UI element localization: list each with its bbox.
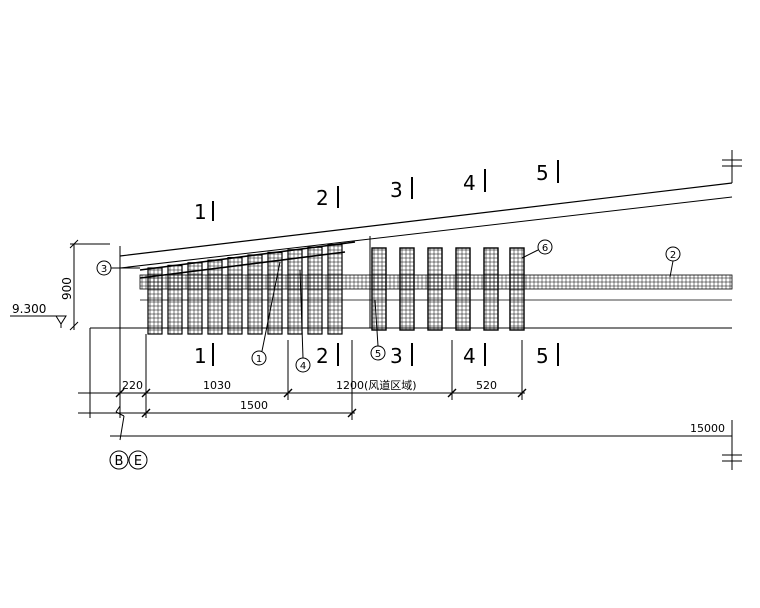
callout-6: 6 (542, 243, 548, 254)
hatched-member (427, 247, 443, 331)
level-height: 900 (60, 277, 74, 300)
section-mark-bottom-1: 1 (194, 344, 207, 368)
level-elevation: 9.300 (12, 302, 46, 316)
section-marks-top: 1 2 3 4 5 (194, 160, 559, 224)
hatched-member (509, 247, 525, 331)
dim-220: 220 (122, 379, 143, 392)
section-mark-top-4: 4 (463, 171, 476, 195)
section-mark-bottom-3: 3 (390, 344, 403, 368)
section-mark-top-2: 2 (316, 186, 329, 210)
break-marks (722, 150, 742, 470)
section-marks-bottom: 1 2 3 4 5 (194, 343, 559, 368)
hatched-member (327, 244, 343, 335)
hatched-member (227, 257, 243, 335)
section-mark-bottom-5: 5 (536, 344, 549, 368)
section-mark-bottom-4: 4 (463, 344, 476, 368)
axis-b: B (115, 454, 124, 469)
dim-1500: 1500 (240, 399, 268, 412)
hatched-member (267, 251, 283, 335)
dim-1200: 1200(风道区域) (336, 378, 417, 392)
level-indicator: 9.300 900 (10, 239, 110, 331)
section-mark-top-1: 1 (194, 200, 207, 224)
axis-e: E (134, 454, 142, 469)
hatched-member (455, 247, 471, 331)
callout-4: 4 (300, 361, 306, 372)
hatched-member (247, 254, 263, 335)
hatched-member (287, 249, 303, 335)
hatched-member (371, 247, 387, 331)
axis-bubbles: B E (109, 450, 148, 470)
hatched-member (187, 262, 203, 335)
vertical-members (147, 244, 525, 335)
hatched-member (307, 246, 323, 335)
dim-1030: 1030 (203, 379, 231, 392)
callout-5: 5 (375, 349, 381, 360)
hatched-member (147, 267, 163, 335)
section-mark-top-5: 5 (536, 161, 549, 185)
hatched-member (207, 259, 223, 335)
callout-2: 2 (670, 250, 676, 261)
callouts: 3 6 2 1 4 5 (96, 239, 681, 373)
hatched-member (399, 247, 415, 331)
hatched-member (167, 264, 183, 335)
section-mark-top-3: 3 (390, 178, 403, 202)
callout-1: 1 (256, 354, 262, 365)
hatched-member (483, 247, 499, 331)
dimension-chain: 220 1030 1200(风道区域) 520 1500 15000 (78, 334, 732, 437)
callout-3: 3 (101, 264, 107, 275)
dim-520: 520 (476, 379, 497, 392)
section-mark-bottom-2: 2 (316, 344, 329, 368)
dim-15000: 15000 (690, 422, 725, 435)
